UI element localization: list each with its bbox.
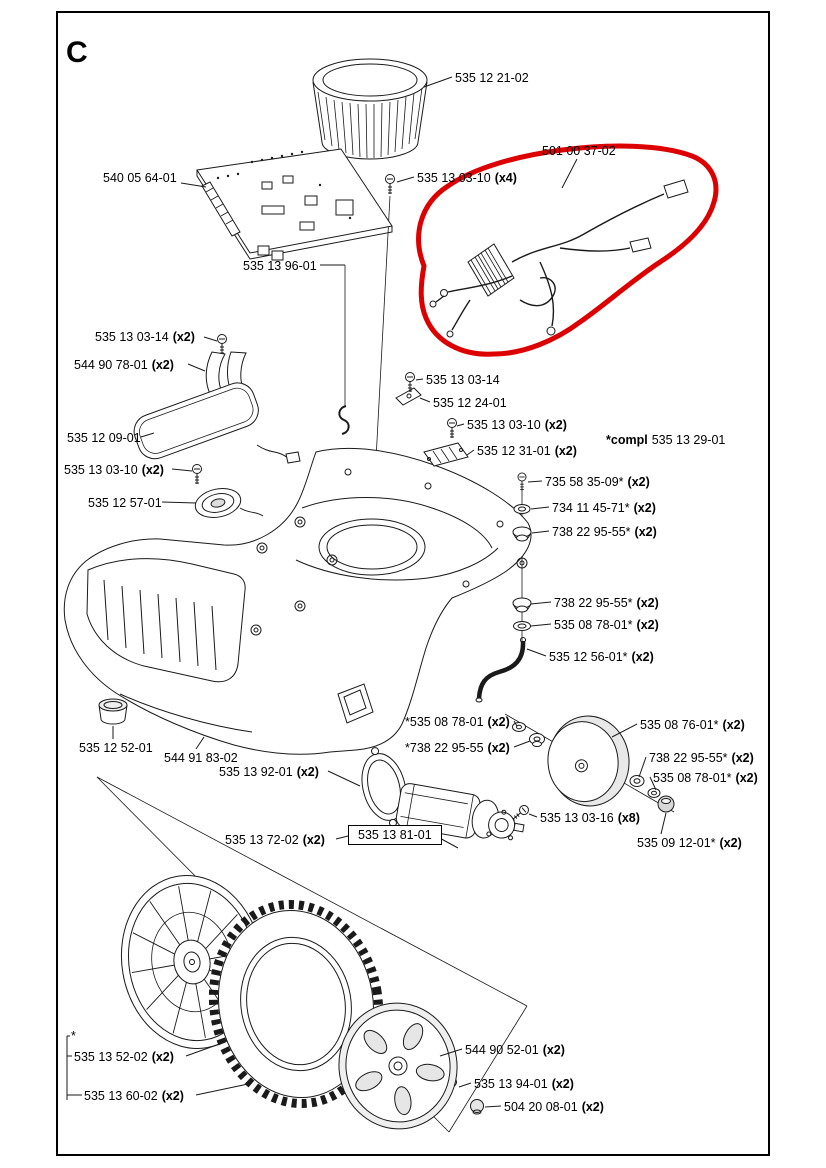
label-535-08-78-01-a: 535 08 78-01*(x2) xyxy=(554,618,659,632)
part-disc-assembly xyxy=(512,715,675,813)
label-535-12-56-01: 535 12 56-01*(x2) xyxy=(549,650,654,664)
label-734-11-45-71: 734 11 45-71*(x2) xyxy=(552,501,656,515)
label-535-13-52-02: 535 13 52-02(x2) xyxy=(74,1050,174,1064)
label-535-12-52-01: 535 12 52-01 xyxy=(79,741,153,755)
label-535-13-94-01: 535 13 94-01(x2) xyxy=(474,1077,574,1091)
part-wheel-motor xyxy=(395,783,525,841)
label-544-90-78-01: 544 90 78-01(x2) xyxy=(74,358,174,372)
label-535-12-21-02: 535 12 21-02 xyxy=(455,71,529,85)
label-535-08-78-01-b: *535 08 78-01(x2) xyxy=(405,715,510,729)
part-hook xyxy=(338,405,350,435)
part-washer-stack xyxy=(512,504,532,631)
label-544-90-52-01: 544 90 52-01(x2) xyxy=(465,1043,565,1057)
part-wiring-harness xyxy=(416,143,719,357)
label-501-00-37-02: 501 00 37-02 xyxy=(542,144,616,158)
label-735-58-35-09: 735 58 35-09*(x2) xyxy=(545,475,650,489)
part-circuit-board xyxy=(196,148,393,261)
part-tire xyxy=(208,899,384,1109)
label-535-12-31-01: 535 12 31-01(x2) xyxy=(477,444,577,458)
section-letter: C xyxy=(66,36,88,69)
label-738-22-95-55-c: *738 22 95-55(x2) xyxy=(405,741,510,755)
label-540-05-64-01: 540 05 64-01 xyxy=(103,171,177,185)
label-535-13-03-10-c: 535 13 03-10(x2) xyxy=(64,463,164,477)
label-535-12-57-01: 535 12 57-01 xyxy=(88,496,162,510)
label-738-22-95-55-b: 738 22 95-55*(x2) xyxy=(554,596,659,610)
label-535-13-03-10-a: 535 13 03-10(x4) xyxy=(417,171,517,185)
label-535-12-24-01: 535 12 24-01 xyxy=(433,396,507,410)
label-535-12-09-01: 535 12 09-01 xyxy=(67,431,141,445)
label-535-13-03-14-a: 535 13 03-14(x2) xyxy=(95,330,195,344)
label-535-13-03-16: 535 13 03-16(x8) xyxy=(540,811,640,825)
part-hub-cap xyxy=(470,1099,484,1115)
label-738-22-95-55-a: 738 22 95-55*(x2) xyxy=(552,525,657,539)
footnote-bracket xyxy=(66,1035,82,1100)
label-535-09-12-01: 535 09 12-01*(x2) xyxy=(637,836,742,850)
label-footnote-asterisk: * xyxy=(71,1029,76,1043)
label-504-20-08-01: 504 20 08-01(x2) xyxy=(504,1100,604,1114)
red-highlight-loop xyxy=(416,143,719,357)
harness-cables xyxy=(429,179,689,338)
label-544-91-83-02: 544 91 83-02 xyxy=(164,751,238,765)
label-535-13-60-02: 535 13 60-02(x2) xyxy=(84,1089,184,1103)
part-chassis xyxy=(63,447,532,755)
label-535-13-92-01: 535 13 92-01(x2) xyxy=(219,765,319,779)
part-battery xyxy=(133,382,301,464)
label-535-08-78-01-c: 535 08 78-01*(x2) xyxy=(653,771,758,785)
label-738-22-95-55-d: 738 22 95-55*(x2) xyxy=(649,751,754,765)
part-drum xyxy=(312,58,428,160)
leader-lines xyxy=(66,76,667,1108)
page-border xyxy=(56,11,770,1156)
part-cap xyxy=(98,698,128,725)
part-plate xyxy=(423,442,469,467)
part-hubcap xyxy=(338,1002,458,1130)
label-535-13-81-01: 535 13 81-01 xyxy=(348,825,442,846)
label-535-13-03-14-b: 535 13 03-14 xyxy=(426,373,500,387)
label-535-08-76-01: 535 08 76-01*(x2) xyxy=(640,718,745,732)
label-535-13-03-10-b: 535 13 03-10(x2) xyxy=(467,418,567,432)
part-gasket xyxy=(361,747,407,827)
part-speaker xyxy=(194,487,264,519)
label-535-13-96-01: 535 13 96-01 xyxy=(243,259,317,273)
label-535-13-72-02: 535 13 72-02(x2) xyxy=(225,833,325,847)
part-rod xyxy=(475,637,526,703)
